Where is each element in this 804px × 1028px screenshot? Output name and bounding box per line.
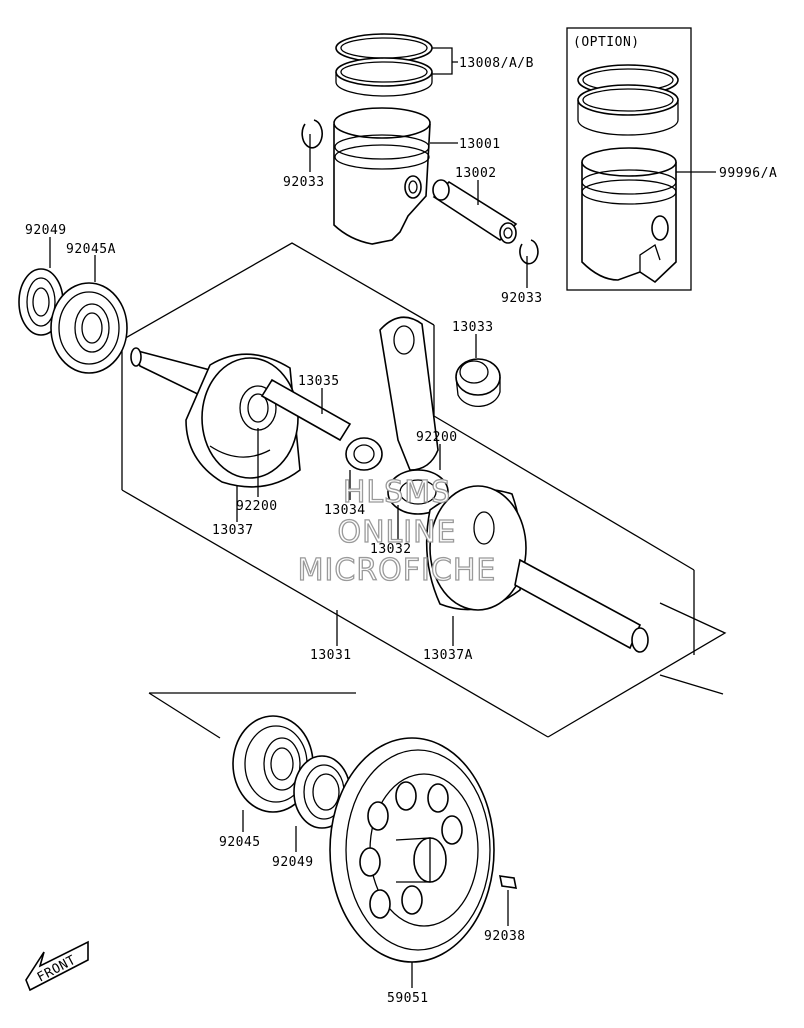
circlip-lower [519, 239, 539, 265]
label-92033-upper: 92033 [283, 175, 325, 190]
option-piston-rings [577, 64, 679, 136]
option-piston [581, 147, 677, 284]
label-92045A: 92045A [66, 242, 116, 257]
label-92049-upper: 92049 [25, 223, 67, 238]
label-13001: 13001 [459, 137, 501, 152]
piston [333, 107, 431, 245]
label-13032: 13032 [370, 542, 412, 557]
option-box: (OPTION) [566, 27, 692, 291]
leader-lines [49, 47, 716, 988]
option-frame [566, 27, 692, 291]
left-ball-bearing [50, 282, 128, 374]
option-title: (OPTION) [573, 35, 640, 50]
label-13031: 13031 [310, 648, 352, 663]
right-ball-bearing [232, 715, 314, 813]
label-13034: 13034 [324, 503, 366, 518]
gear [329, 737, 495, 963]
label-13002: 13002 [455, 166, 497, 181]
watermark-line-1: HLSMS [343, 475, 451, 510]
part-labels: 13008/A/B 13001 92033 13002 92033 99996/… [25, 56, 777, 1006]
label-92200-left: 92200 [236, 499, 278, 514]
piston-rings [335, 33, 433, 97]
label-92033-lower: 92033 [501, 291, 543, 306]
crankshaft [130, 316, 649, 653]
label-59051: 59051 [387, 991, 429, 1006]
label-13033: 13033 [452, 320, 494, 335]
label-92038: 92038 [484, 929, 526, 944]
circlip-upper [301, 119, 323, 149]
label-92200-right: 92200 [416, 430, 458, 445]
label-13037A: 13037A [423, 648, 473, 663]
watermark: HLSMS ONLINE MICROFICHE [297, 474, 497, 588]
label-99996: 99996/A [719, 166, 777, 181]
label-13037: 13037 [212, 523, 254, 538]
crankshaft-assembly-frame [121, 242, 727, 739]
label-92049-lower: 92049 [272, 855, 314, 870]
watermark-line-3: MICROFICHE [298, 553, 497, 588]
woodruff-key [498, 875, 518, 889]
small-end-needle-bearing [455, 358, 501, 408]
label-13035: 13035 [298, 374, 340, 389]
label-13008: 13008/A/B [459, 56, 534, 71]
front-arrow-icon: FRONT [25, 940, 89, 992]
watermark-line-2: ONLINE [337, 515, 456, 550]
piston-pin [432, 179, 518, 244]
label-92045: 92045 [219, 835, 261, 850]
